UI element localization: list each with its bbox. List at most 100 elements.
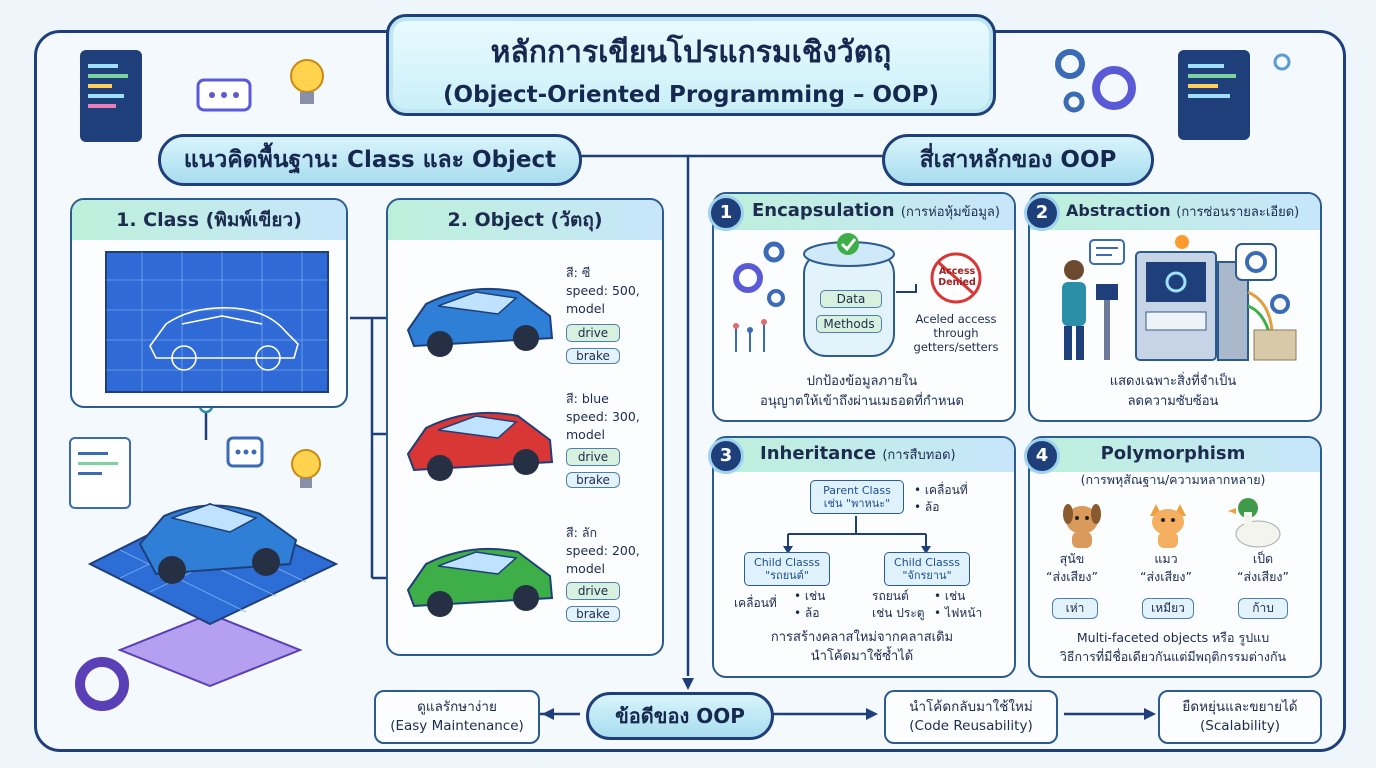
inheritance-number: 3 [708,438,744,474]
code-window-icon [69,437,131,509]
parent-class-box: Parent Class เช่น "พาหนะ" [810,480,904,514]
gear-icon [75,657,129,711]
polymorphism-panel [1028,436,1322,678]
car-icon [406,411,554,481]
car-icon [138,503,298,584]
class-panel: 1. Class (พิมพ์เขียว) [70,198,348,408]
decor-top-right [1055,49,1291,140]
abstraction-title-text: Abstraction [1066,201,1171,220]
car-2-speed: speed: 300, [566,409,640,424]
child-bike-feature-1: • เช่น [934,589,966,603]
inheritance-subtitle: (การสืบทอด) [882,448,956,463]
parent-feature-move: • เคลื่อนที่ [914,483,968,497]
gear-icon [1235,243,1290,314]
polymorphism-desc-line1: Multi-faceted objects หรือ รูปแบ [1076,630,1270,645]
child-bike-left-1: รถยนต์ [872,589,909,603]
animal-cat-action: “ส่งเสียง” [1139,569,1192,584]
cat-icon [1150,504,1186,548]
abstraction-subtitle: (การซ่อนรายละเอียด) [1176,205,1300,220]
section-class-object-label: แนวคิดพื้นฐาน: Class และ Object [158,134,582,186]
car-3-model: model [566,561,605,576]
car-1-model: model [566,301,605,316]
checkmark-icon [837,233,859,255]
main-subtitle: (Object-Oriented Programming – OOP) [443,82,939,108]
dog-sound-badge: เห่า [1052,598,1098,619]
benefit-reuse-th: นำโค้ดกลับมาใช้ใหม่ [909,699,1033,715]
encapsulation-methods-label: Methods [816,315,882,333]
benefit-scale-th: ยืดหยุ่นและขยายได้ [1182,699,1298,715]
child-class-bike-name: "จักรยาน" [902,569,952,582]
polymorphism-desc-line2: วิธีการที่มีชื่อเดียวกันแต่มีพฤติกรรมต่า… [1059,649,1287,664]
child-class-car-name: "รถยนต์" [765,569,809,582]
encapsulation-desc-line2: อนุญาตให้เข้าถึงผ่านเมธอดที่กำหนด [760,394,964,409]
animal-duck: เป็ด “ส่งเสียง” [1228,550,1298,586]
lightbulb-icon [291,449,321,488]
animal-cat-name: แมว [1154,551,1178,566]
object-car-2: สี: blue speed: 300, model drive brake [400,384,658,504]
object-panel-title: 2. Object (วัตถุ) [388,200,662,240]
car-2-drive-method: drive [566,448,620,466]
polymorphism-animals [1063,498,1281,548]
car-icon [406,287,554,357]
parent-class-features: • เคลื่อนที่ • ล้อ [914,482,968,516]
animal-duck-action: “ส่งเสียง” [1236,569,1289,584]
encapsulation-subtitle: (การห่อหุ้มข้อมูล) [900,205,1000,220]
cat-sound-badge: เหมียว [1142,598,1194,619]
inheritance-desc-line2: นำโค้ดมาใช้ซ้ำได้ [810,649,914,664]
child-class-car-box: Child Classs "รถยนต์" [744,552,830,586]
parent-feature-wheel: • ล้อ [914,500,940,514]
abstraction-desc-line1: แสดงเฉพาะสิ่งที่จำเป็น [1109,374,1237,389]
gear-icon [1055,49,1136,113]
polymorphism-description: Multi-faceted objects หรือ รูปแบ วิธีการ… [1028,628,1318,666]
car-icon [406,547,554,617]
dog-icon [1063,504,1101,548]
lightbulb-icon [290,59,324,104]
benefit-easy-maintenance: ดูแลรักษาง่าย (Easy Maintenance) [374,690,540,744]
chat-bubble-icon [1089,239,1125,265]
object-car-1: สี: ซี speed: 500, model drive brake [400,260,658,380]
car-1-speed: speed: 500, [566,283,640,298]
code-window-icon [80,50,142,142]
child-bike-feature-2: • ไฟหน้า [934,606,983,620]
section-pillars-label: สี่เสาหลักของ OOP [882,134,1154,186]
blueprint-car-illustration [105,251,329,393]
child-car-feature-2: • ล้อ [794,606,820,620]
car-3-speed: speed: 200, [566,543,640,558]
encapsulation-desc-line1: ปกป้องข้อมูลภายใน [806,374,918,389]
abstraction-description: แสดงเฉพาะสิ่งที่จำเป็น ลดความซับซ้อน [1028,372,1318,412]
car-2-model: model [566,427,605,442]
car-2-brake-method: brake [566,472,620,488]
polymorphism-subtitle: (การพหุสัณฐาน/ความหลากหลาย) [1080,472,1266,487]
child-car-feature-1: • เช่น [794,589,826,603]
benefit-maintenance-en: (Easy Maintenance) [390,718,524,734]
encapsulation-description: ปกป้องข้อมูลภายใน อนุญาตให้เข้าถึงผ่านเม… [712,372,1012,412]
animal-dog-name: สุนัข [1059,551,1085,566]
car-3-drive-method: drive [566,582,620,600]
abstraction-number: 2 [1024,195,1060,231]
polymorphism-title: Polymorphism [1100,443,1246,464]
gear-icon [733,241,785,307]
animal-dog: สุนัข “ส่งเสียง” [1042,550,1102,586]
chat-bubble-icon [226,436,264,468]
encapsulation-number: 1 [708,195,744,231]
car-1-drive-method: drive [566,324,620,342]
chat-bubble-icon [196,78,252,112]
child-bike-left-2: เช่น ประตู [872,606,925,620]
car-3-color: สี: ลัก [566,525,598,540]
child-bike-features-left: รถยนต์ เช่น ประตู [872,588,925,622]
main-title: หลักการเขียนโปรแกรมเชิงวัตถุ [490,35,892,70]
car-2-color: สี: blue [566,391,609,406]
access-denied-label: Access Denied [938,266,976,288]
parent-class-example: เช่น "พาหนะ" [823,497,891,510]
parent-class-label: Parent Class [823,484,891,497]
animal-cat: แมว “ส่งเสียง” [1136,550,1196,586]
encapsulation-title-text: Encapsulation [752,200,895,221]
benefit-scale-en: (Scalability) [1200,718,1280,734]
machine-icon [1135,251,1249,361]
code-window-icon [1178,50,1250,140]
inheritance-desc-line1: การสร้างคลาสใหม่จากคลาสเดิม [770,630,954,645]
decor-top-left [80,50,324,142]
abstraction-desc-line2: ลดความซับซ้อน [1127,394,1219,409]
inheritance-description: การสร้างคลาสใหม่จากคลาสเดิม นำโค้ดมาใช้ซ… [712,628,1012,666]
child-class-car-label: Child Classs [754,556,820,569]
